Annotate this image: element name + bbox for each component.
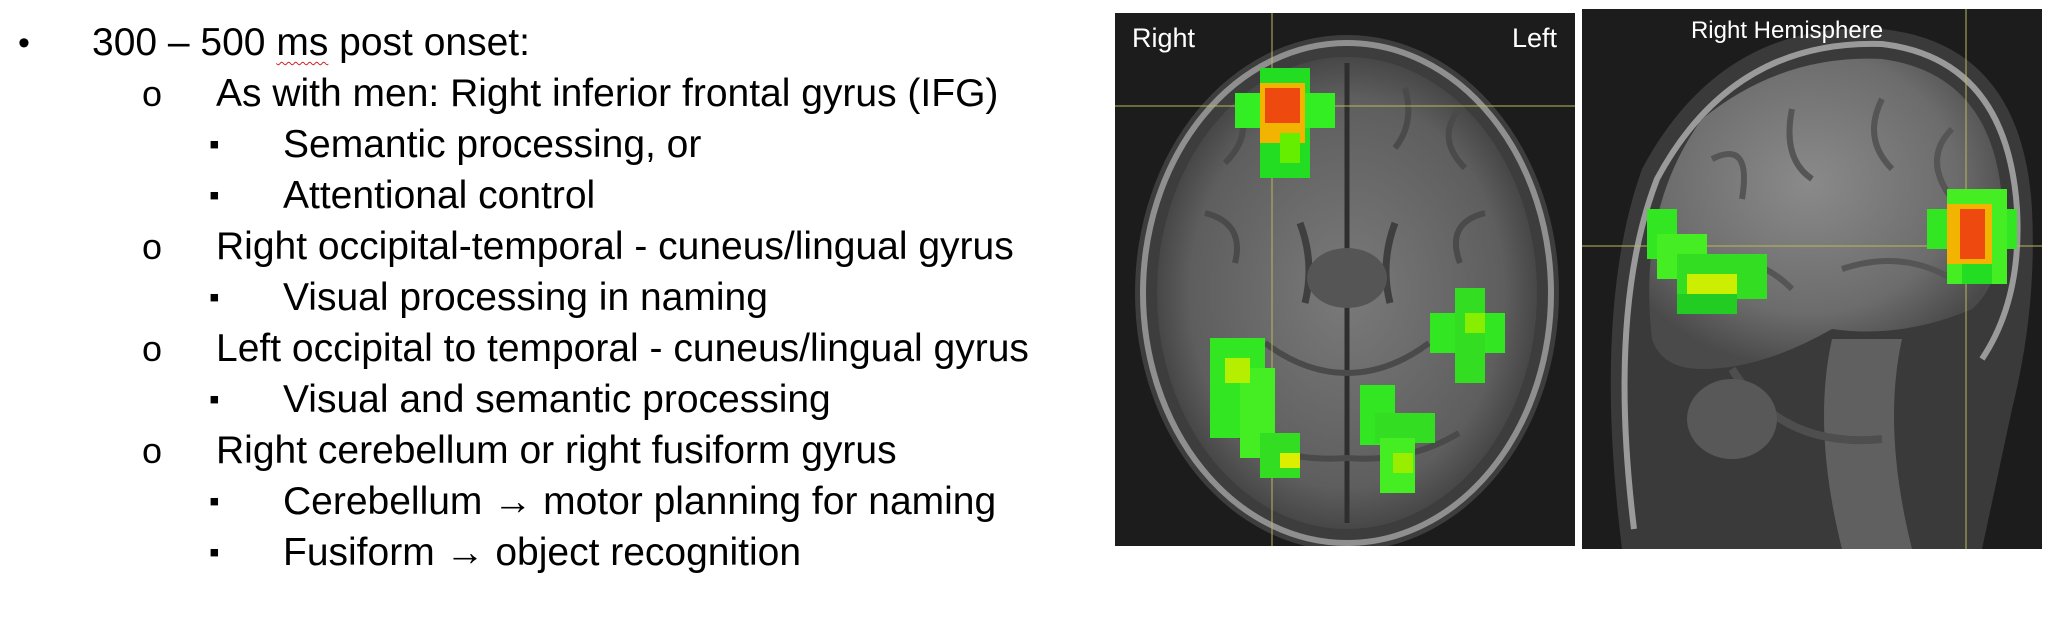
bullet-text: Fusiform → object recognition [283,531,802,574]
axial-label-right: Right [1132,23,1196,53]
bullet-level3: ▪ Visual processing in naming [209,273,768,323]
bullet-marker: ▪ [209,383,220,416]
activation-left-occipital [1360,385,1435,493]
sagittal-label-title: Right Hemisphere [1690,17,1884,44]
bullet-marker: ▪ [209,536,220,569]
bullet-text: Semantic processing, or [283,123,702,166]
activation-right-occipital [1210,338,1300,478]
bullet-text: Attentional control [283,174,596,217]
bullet-marker: o [142,73,163,114]
bullet-text: Right occipital-temporal - cuneus/lingua… [216,225,1014,268]
bullet-level3: ▪ Fusiform → object recognition [209,528,802,578]
bullet-text: Visual processing in naming [283,276,768,319]
axial-label-left: Left [1511,23,1557,53]
bullet-marker: ▪ [209,281,220,314]
bullet-text: Left occipital to temporal - cuneus/ling… [216,327,1029,370]
bullet-marker: ▪ [209,179,220,212]
bullet-level1: • 300 – 500 ms post onset: [18,18,530,68]
bullet-level3: ▪ Visual and semantic processing [209,375,831,425]
axial-brain-illustration [1115,13,1575,546]
bullet-text: As with men: Right inferior frontal gyru… [216,72,999,115]
sagittal-brain-scan: Right Hemisphere [1582,9,2042,549]
bullet-marker: • [18,24,30,62]
bullet-text: Visual and semantic processing [283,378,831,421]
spellcheck-underlined-word: ms [276,21,329,64]
bullet-level3: ▪ Cerebellum → motor planning for naming [209,477,997,527]
bullet-marker: o [142,430,163,471]
bullet-marker: o [142,328,163,369]
bullet-level2: o Right occipital-temporal - cuneus/ling… [142,222,1014,272]
activation-left-temporal [1430,288,1505,383]
bullet-level2: o As with men: Right inferior frontal gy… [142,69,999,119]
activation-ifg [1235,68,1335,178]
activation-anterior-ifg [1927,189,2017,284]
bullet-text: Cerebellum → motor planning for naming [283,480,997,523]
bullet-marker: ▪ [209,128,220,161]
bullet-marker: ▪ [209,485,220,518]
activation-posterior [1647,209,1767,314]
axial-brain-scan: Right Left [1115,13,1575,546]
bullet-level2: o Left occipital to temporal - cuneus/li… [142,324,1029,374]
bullet-text: Right cerebellum or right fusiform gyrus [216,429,897,472]
sagittal-brain-illustration [1582,9,2042,549]
bullet-text: 300 – 500 ms post onset: [92,21,530,64]
bullet-level3: ▪ Attentional control [209,171,596,221]
bullet-marker: o [142,226,163,267]
bullet-level2: o Right cerebellum or right fusiform gyr… [142,426,897,476]
bullet-level3: ▪ Semantic processing, or [209,120,702,170]
